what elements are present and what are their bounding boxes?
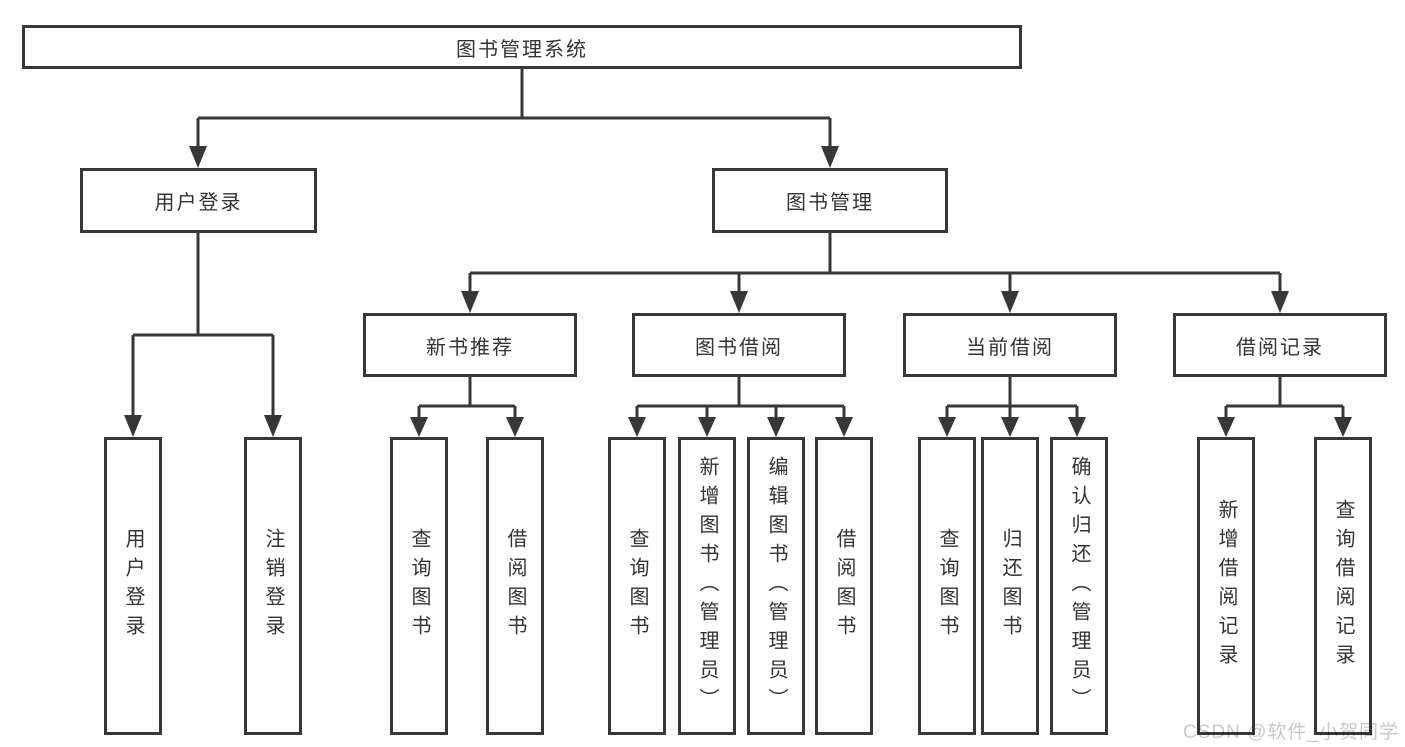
connector-book-management-children — [461, 233, 1289, 313]
connector-book-borrowing-children — [628, 377, 853, 437]
leaf-borrow-books-recommend: 借阅图书 — [486, 437, 544, 735]
node-library-management-system: 图书管理系统 — [22, 25, 1022, 69]
node-book-management: 图书管理 — [712, 168, 948, 233]
leaf-return-books: 归还图书 — [981, 437, 1039, 735]
leaf-add-books-admin: 新增图书（管理员） — [678, 437, 736, 735]
node-new-book-recommendation: 新书推荐 — [363, 313, 577, 377]
connector-new-book-recommendation-children — [410, 377, 524, 437]
leaf-user-login: 用户登录 — [104, 437, 162, 735]
node-book-borrowing: 图书借阅 — [632, 313, 846, 377]
node-current-borrowing: 当前借阅 — [903, 313, 1117, 377]
connector-user-login-children — [124, 233, 282, 437]
node-user-login: 用户登录 — [80, 168, 317, 233]
leaf-edit-books-admin: 编辑图书（管理员） — [747, 437, 805, 735]
leaf-borrow-books-borrowing: 借阅图书 — [815, 437, 873, 735]
leaf-query-books-borrowing: 查询图书 — [608, 437, 666, 735]
leaf-query-books-recommend: 查询图书 — [390, 437, 448, 735]
connector-root-to-level1 — [189, 69, 839, 168]
leaf-query-books-current: 查询图书 — [918, 437, 976, 735]
leaf-confirm-return-admin: 确认归还（管理员） — [1050, 437, 1108, 735]
leaf-add-borrow-record: 新增借阅记录 — [1197, 437, 1255, 735]
leaf-logout: 注销登录 — [244, 437, 302, 735]
leaf-query-borrow-record: 查询借阅记录 — [1314, 437, 1372, 735]
node-borrowing-records: 借阅记录 — [1173, 313, 1387, 377]
watermark: CSDN @软件_小贺同学 — [1183, 722, 1399, 743]
connector-borrowing-records-children — [1217, 377, 1352, 437]
connector-current-borrowing-children — [938, 377, 1086, 437]
